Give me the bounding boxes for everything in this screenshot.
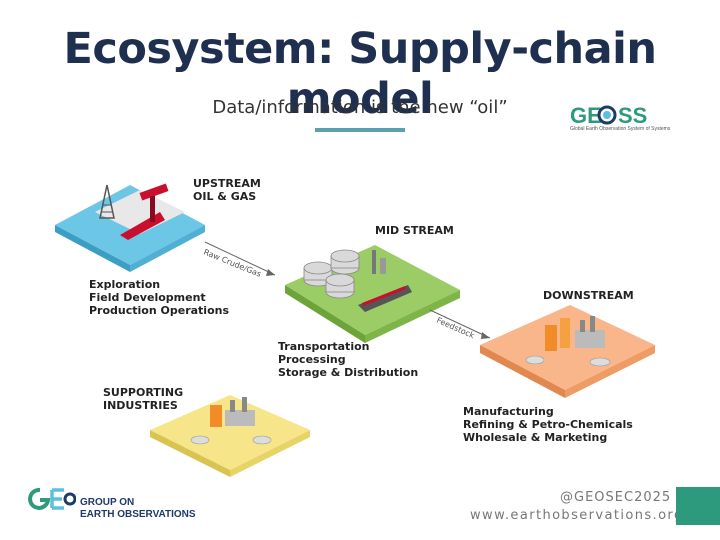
geoss-logo: GE SS — [570, 103, 647, 128]
subtitle-underline — [315, 128, 405, 132]
footer-url[interactable]: www.earthobservations.org — [470, 508, 684, 523]
geoss-logo-left: GE — [570, 103, 602, 128]
midstream-tower-icon — [372, 250, 376, 274]
downstream-item: Refining & Petro-Chemicals — [463, 418, 633, 431]
downstream-platform — [480, 305, 655, 398]
geo-logo-icon — [28, 487, 76, 510]
downstream-refinery-icon — [545, 325, 557, 351]
supporting-label: SUPPORTING INDUSTRIES — [103, 386, 184, 412]
footer-handle: @GEOSEC2025 — [560, 490, 672, 505]
corner-accent — [676, 487, 720, 525]
midstream-item: Transportation — [278, 340, 370, 353]
upstream-derrick-icon — [99, 184, 115, 219]
midstream-platform — [285, 245, 460, 343]
geoss-subtitle: Global Earth Observation System of Syste… — [570, 126, 671, 132]
geoss-globe-core — [603, 111, 611, 119]
downstream-label: DOWNSTREAM — [543, 289, 634, 302]
storage-tank-icon — [303, 249, 360, 299]
midstream-item: Storage & Distribution — [278, 366, 419, 379]
arrow-feedstock — [429, 309, 491, 339]
arrow-raw-crude-label: Raw Crude/Gas — [202, 248, 262, 279]
arrow-feedstock-label: Feedstock — [435, 316, 476, 341]
downstream-items: Manufacturing Refining & Petro-Chemicals… — [463, 405, 633, 444]
downstream-item: Wholesale & Marketing — [463, 431, 608, 444]
upstream-items: Exploration Field Development Production… — [89, 278, 229, 317]
arrow-raw-crude — [204, 241, 276, 276]
midstream-item: Processing — [278, 353, 346, 366]
supporting-factory-icon — [210, 405, 222, 427]
upstream-item: Field Development — [89, 291, 206, 304]
upstream-platform — [55, 183, 205, 272]
upstream-item: Production Operations — [89, 304, 230, 317]
page-subtitle: Data/information is the new “oil” — [212, 97, 508, 118]
geoss-globe-icon — [597, 105, 617, 125]
upstream-label: UPSTREAM OIL & GAS — [193, 177, 261, 203]
midstream-items: Transportation Processing Storage & Dist… — [278, 340, 418, 379]
page-title: Ecosystem: Supply-chain model — [63, 24, 657, 124]
supporting-platform — [150, 395, 310, 477]
midstream-label: MID STREAM — [375, 224, 454, 237]
geoss-logo-right: SS — [618, 103, 647, 128]
upstream-item: Exploration — [89, 278, 161, 291]
downstream-item: Manufacturing — [463, 405, 554, 418]
geo-logo-text: GROUP ON EARTH OBSERVATIONS — [80, 497, 196, 520]
